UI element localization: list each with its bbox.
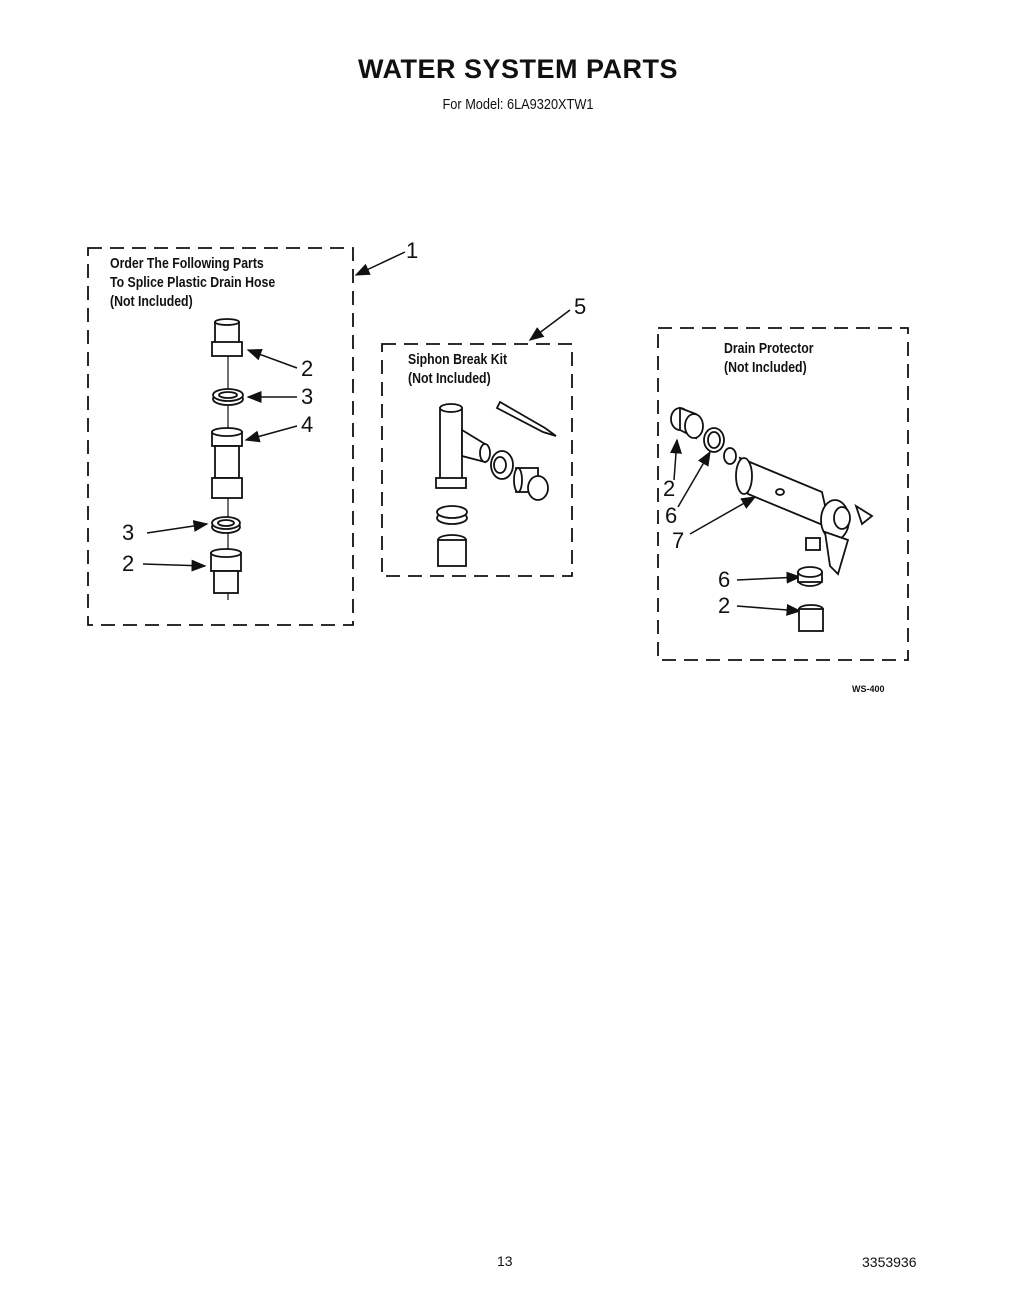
callout-drain-2-bottom: 2	[718, 593, 731, 618]
callout-splice-3-top: 3	[301, 384, 314, 409]
fitting-2-top	[211, 318, 243, 357]
drain-protector-7	[723, 447, 874, 576]
model-subtitle: For Model: 6LA9320XTW1	[442, 96, 594, 113]
siphon-fitting-right	[513, 467, 549, 501]
drain-clamp-6-top	[703, 427, 725, 453]
clamp-3-bottom	[211, 516, 241, 534]
siphon-tie	[495, 400, 557, 437]
clamp-3-top	[212, 388, 244, 406]
drain-fitting-2-bottom	[798, 604, 824, 632]
drain-protector-label: Drain Protector (Not Included)	[724, 340, 814, 376]
siphon-tee	[435, 403, 491, 489]
doc-number: 3353936	[862, 1254, 917, 1270]
callout-drain-6-top: 6	[665, 503, 678, 528]
callout-splice-4: 4	[301, 412, 314, 437]
callout-drain-2-top: 2	[663, 476, 676, 501]
siphon-kit-label: Siphon Break Kit (Not Included)	[408, 351, 508, 387]
page-title: WATER SYSTEM PARTS	[357, 54, 678, 84]
drain-clamp-6-bottom	[797, 566, 823, 587]
callout-splice-2-bottom: 2	[122, 551, 135, 576]
siphon-clamp-right	[490, 450, 514, 480]
callout-5: 5	[574, 294, 587, 319]
callout-5-leader	[528, 309, 571, 341]
drain-protector-box	[657, 327, 909, 661]
page-number: 13	[497, 1253, 513, 1269]
callout-drain-6-bottom: 6	[718, 567, 731, 592]
callout-drain-7: 7	[672, 528, 685, 553]
coupler-4	[211, 427, 243, 499]
siphon-break-kit-box	[381, 343, 573, 577]
drain-parts	[670, 406, 874, 632]
fitting-2-bottom	[210, 548, 242, 594]
callout-1-leader	[354, 251, 406, 276]
callout-1: 1	[406, 238, 419, 263]
callout-splice-3-bottom: 3	[122, 520, 135, 545]
splice-kit-label: Order The Following Parts To Splice Plas…	[110, 255, 276, 310]
siphon-parts	[435, 400, 557, 567]
figure-code: WS-400	[852, 684, 885, 694]
siphon-clamp-bottom	[436, 505, 468, 525]
splice-parts	[210, 318, 244, 600]
siphon-fitting-bottom	[437, 534, 467, 567]
callout-splice-2-top: 2	[301, 356, 314, 381]
splice-kit-box	[87, 247, 354, 626]
drain-fitting-2-top	[670, 406, 704, 440]
